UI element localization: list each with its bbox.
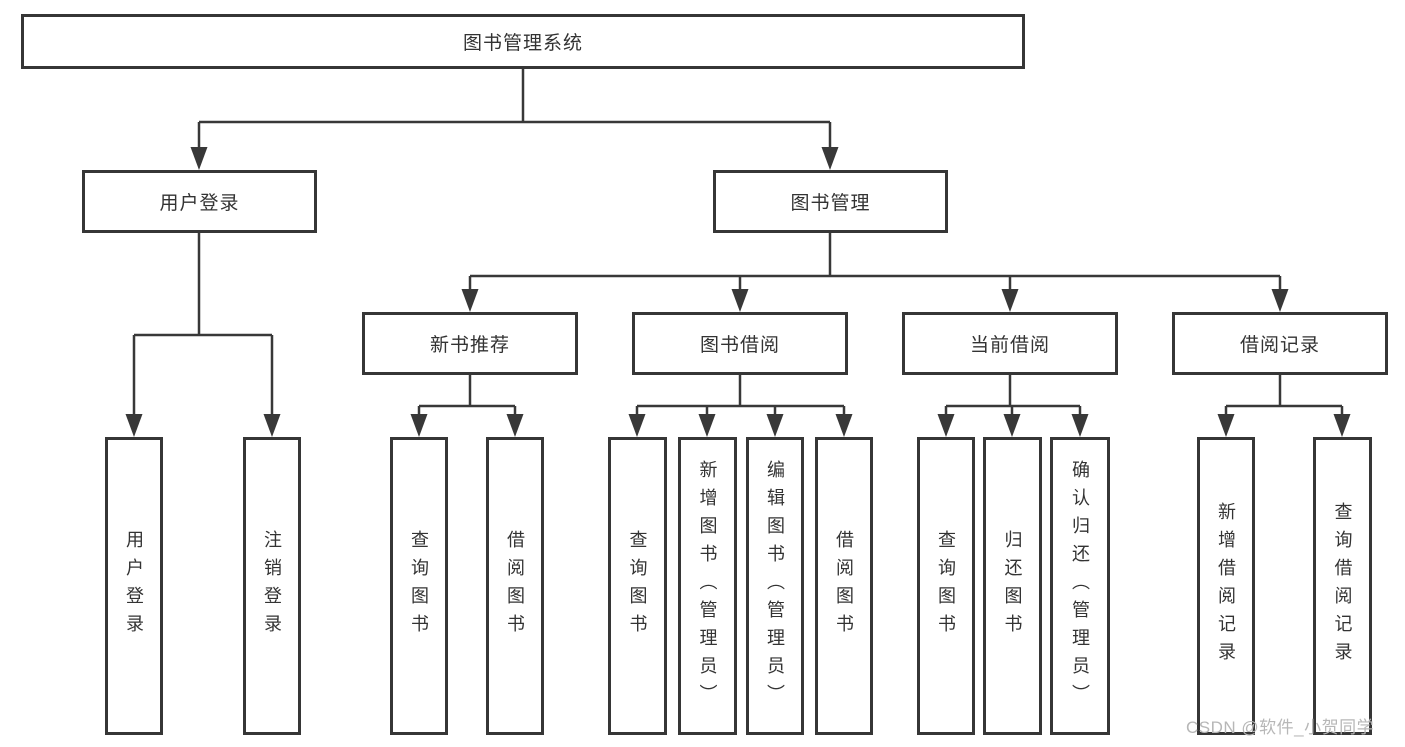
node-new-book-recommend: 新书推荐	[362, 312, 578, 375]
leaf-query-books-borrow: 查询图书	[608, 437, 667, 735]
leaf-confirm-return-admin: 确认归还（管理员）	[1050, 437, 1110, 735]
node-book-borrow: 图书借阅	[632, 312, 848, 375]
node-user-login: 用户登录	[82, 170, 317, 233]
node-library-management-system: 图书管理系统	[21, 14, 1025, 69]
leaf-query-books-recommend: 查询图书	[390, 437, 448, 735]
node-current-borrow: 当前借阅	[902, 312, 1118, 375]
node-borrow-records: 借阅记录	[1172, 312, 1388, 375]
leaf-add-books-admin: 新增图书（管理员）	[678, 437, 737, 735]
leaf-query-borrow-record: 查询借阅记录	[1313, 437, 1372, 735]
leaf-borrow-books: 借阅图书	[815, 437, 873, 735]
leaf-edit-books-admin: 编辑图书（管理员）	[746, 437, 804, 735]
leaf-borrow-books-recommend: 借阅图书	[486, 437, 544, 735]
leaf-return-books: 归还图书	[983, 437, 1042, 735]
csdn-watermark: CSDN @软件_小贺同学	[1186, 718, 1375, 737]
leaf-user-login: 用户登录	[105, 437, 163, 735]
leaf-logout: 注销登录	[243, 437, 301, 735]
node-book-management: 图书管理	[713, 170, 948, 233]
leaf-add-borrow-record: 新增借阅记录	[1197, 437, 1255, 735]
leaf-query-books-current: 查询图书	[917, 437, 975, 735]
